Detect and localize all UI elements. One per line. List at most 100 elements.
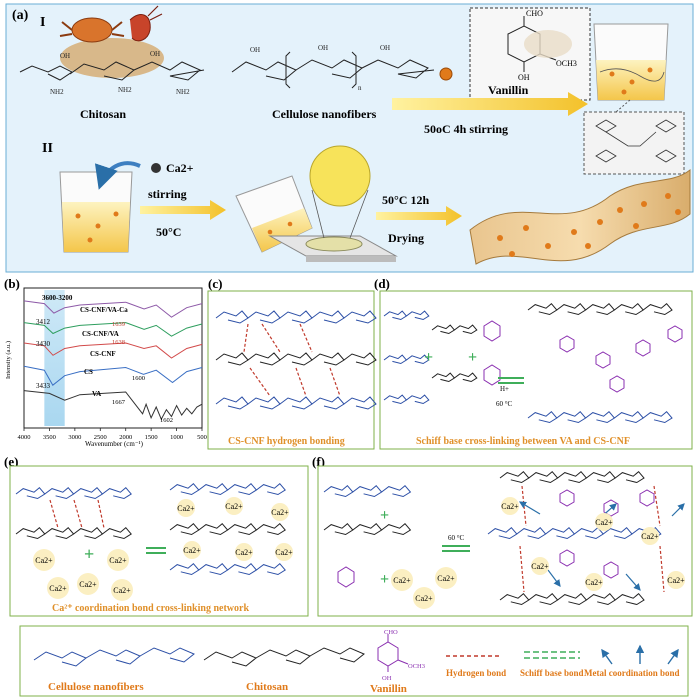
- panel-e-caption: Ca²⁺ coordination bond cross-linking net…: [52, 603, 249, 614]
- x-tick-label-3: 2500: [94, 434, 107, 441]
- legend-structures: [33, 634, 409, 672]
- svg-text:Ca2+: Ca2+: [437, 574, 455, 583]
- cnf-label: Cellulose nanofibers: [272, 107, 377, 121]
- vanillin-label: Vanillin: [488, 83, 529, 97]
- svg-text:Ca2+: Ca2+: [667, 576, 685, 585]
- x-tick-label-6: 1000: [170, 434, 183, 441]
- anno-3430: 3430: [36, 340, 51, 348]
- panel-e-tag: (e): [4, 454, 18, 469]
- beaker-1: [593, 23, 669, 101]
- svg-text:+: +: [468, 349, 477, 366]
- svg-text:OH: OH: [150, 50, 160, 58]
- vanillin-oh: OH: [518, 73, 530, 82]
- legend-va-label: Vanillin: [370, 683, 407, 695]
- anno-1638: 1638: [112, 339, 125, 346]
- anno-3433: 3433: [36, 382, 51, 390]
- legend-frame: [19, 625, 689, 697]
- svg-text:OH: OH: [318, 44, 328, 52]
- cellulose-structure: OH OH OH n: [231, 44, 435, 92]
- series-line-2: [23, 342, 203, 359]
- step-arrow-1: [392, 92, 588, 116]
- legend-cnf-label: Cellulose nanofibers: [48, 681, 144, 693]
- svg-text:Ca2+: Ca2+: [79, 580, 97, 589]
- panel-a-roman-ii: II: [42, 141, 53, 156]
- step-arrow-3: [376, 206, 462, 226]
- metal-arrow-icon-1: [601, 648, 613, 665]
- panel-a-roman-i: I: [40, 15, 45, 30]
- panel-e-ca-ions: Ca2+ Ca2+ Ca2+ Ca2+ Ca2+ Ca2+ Ca2+ Ca2+ Ca2+ Ca2+…: [33, 497, 293, 601]
- chart-xlabel: Wavenumber (cm⁻¹): [85, 440, 144, 448]
- panel-d-caption: Schiff base cross-linking between VA and…: [416, 436, 630, 447]
- panel-c-frame: [207, 290, 375, 450]
- series-label-4: VA: [92, 390, 101, 398]
- panel-e-structures: +: [15, 483, 286, 576]
- series-label-0: CS-CNF/VA-Ca: [80, 306, 128, 314]
- series-label-2: CS-CNF: [90, 350, 116, 358]
- vanillin-och3: OCH3: [556, 59, 577, 68]
- inset-connector: [615, 99, 631, 113]
- panel-f-ca-ions: Ca2+Ca2+Ca2+Ca2+Ca2+Ca2+Ca2+Ca2+Ca2+: [391, 497, 685, 609]
- svg-text:Ca2+: Ca2+: [49, 584, 67, 593]
- panel-d-frame: [379, 290, 693, 450]
- svg-text:NH2: NH2: [118, 86, 132, 94]
- series-line-4: [23, 390, 203, 421]
- crosslink-inset-structure: [595, 119, 677, 163]
- panel-b-tag: (b): [4, 276, 20, 291]
- svg-text:Ca2+: Ca2+: [595, 518, 613, 527]
- x-tick-label-4: 2000: [119, 434, 132, 441]
- svg-text:Ca2+: Ca2+: [183, 546, 201, 555]
- series-line-1: [23, 322, 203, 337]
- legend-cs-label: Chitosan: [246, 681, 288, 693]
- vanillin-structure: [507, 16, 572, 72]
- svg-text:OH: OH: [250, 46, 260, 54]
- svg-text:+: +: [380, 507, 389, 524]
- svg-text:OH: OH: [60, 52, 70, 60]
- svg-text:Ca2+: Ca2+: [177, 504, 195, 513]
- panel-a-tag: (a): [12, 8, 29, 23]
- crosslink-inset: [583, 111, 685, 175]
- anno-3412: 3412: [36, 318, 51, 326]
- svg-text:Ca2+: Ca2+: [109, 556, 127, 565]
- anno-1667: 1667: [112, 399, 126, 406]
- svg-text:+: +: [380, 571, 389, 588]
- svg-text:Ca2+: Ca2+: [271, 508, 289, 517]
- drying-label: Drying: [388, 231, 424, 245]
- x-tick-label-7: 500: [197, 434, 207, 441]
- series-line-0: [23, 300, 203, 318]
- panel-f-tag: (f): [312, 454, 325, 469]
- ca-ion-icon: [151, 163, 161, 173]
- panel-c-caption: CS-CNF hydrogen bonding: [228, 436, 345, 447]
- panel-f-structures: ++: [323, 471, 685, 606]
- series-label-3: CS: [84, 368, 93, 376]
- svg-text:Ca2+: Ca2+: [275, 548, 293, 557]
- step1-condition: 50oC 4h stirring: [424, 122, 508, 136]
- svg-text:Ca2+: Ca2+: [225, 502, 243, 511]
- panel-d-tag: (d): [374, 276, 390, 291]
- vanillin-dot-icon: [439, 67, 453, 81]
- svg-text:Ca2+: Ca2+: [35, 556, 53, 565]
- svg-text:Ca2+: Ca2+: [531, 562, 549, 571]
- x-tick-label-5: 1500: [145, 434, 158, 441]
- x-tick-label-0: 4000: [18, 434, 31, 441]
- panel-c-structures: [215, 310, 377, 410]
- svg-text:Ca2+: Ca2+: [393, 576, 411, 585]
- svg-text:Ca2+: Ca2+: [113, 586, 131, 595]
- film-illustration: [469, 168, 691, 265]
- panel-f-cond: 60 °C: [448, 534, 465, 542]
- vanillin-cho: CHO: [526, 9, 543, 18]
- chitosan-structure: NH2 NH2 NH2 OH OH: [19, 50, 205, 96]
- legend-metal-label: Metal coordination bond: [584, 668, 680, 678]
- legend-och3: OCH3: [408, 663, 425, 670]
- band-label: 3600-3200: [42, 294, 73, 302]
- panel-d-hplus: H+: [500, 385, 509, 393]
- svg-text:Ca2+: Ca2+: [501, 502, 519, 511]
- series-line-3: [23, 365, 203, 386]
- highlight-band: [44, 290, 65, 426]
- ca-label: Ca2+: [166, 161, 194, 175]
- legend-schiff-label: Schiff base bond: [520, 668, 584, 678]
- svg-text:Ca2+: Ca2+: [641, 532, 659, 541]
- svg-text:NH2: NH2: [50, 88, 64, 96]
- chitosan-label: Chitosan: [80, 107, 126, 121]
- svg-text:n: n: [358, 84, 362, 92]
